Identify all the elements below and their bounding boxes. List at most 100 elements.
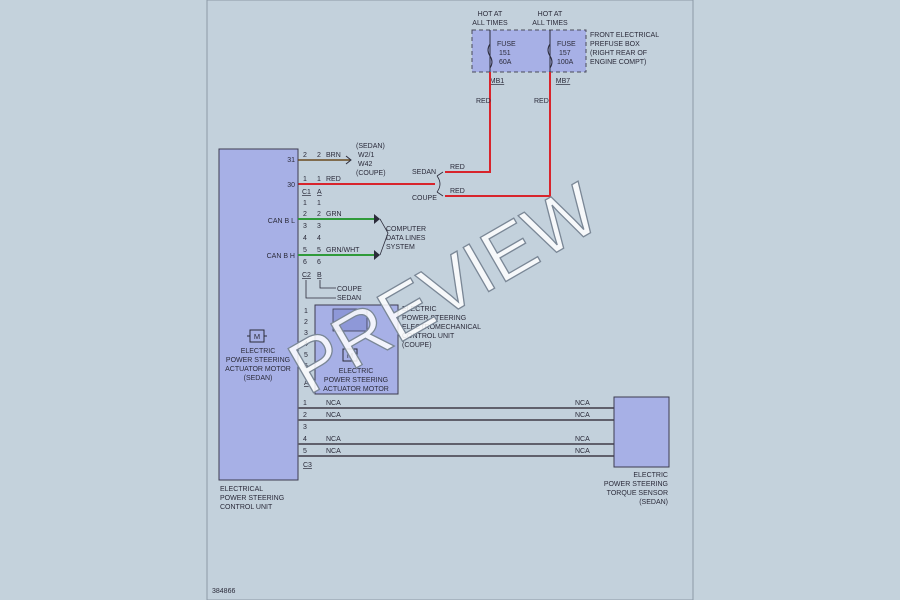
svg-text:5: 5 — [317, 247, 321, 254]
coupe-motor-label-2: POWER STEERING — [324, 377, 388, 384]
power-steering-control-unit — [218, 148, 299, 481]
svg-text:NCA: NCA — [326, 448, 341, 455]
prefuse-box-label-1: FRONT ELECTRICAL — [590, 32, 659, 39]
actuator-motor-icon — [247, 329, 267, 343]
can-pin-numbers: 1 1 2 2 3 3 4 4 5 5 6 6 — [303, 200, 321, 266]
coupe-motor-icon — [342, 348, 358, 362]
torque-sensor-caption-3: TORQUE SENSOR — [607, 490, 668, 497]
coupe-unit-label-2: POWER STEERING — [402, 315, 466, 322]
computer-data-lines-1: COMPUTER — [386, 226, 426, 233]
svg-text:4: 4 — [303, 235, 307, 242]
brn-dest-w42: W42 — [358, 161, 373, 168]
sedan-motor-label-2: POWER STEERING — [226, 357, 290, 364]
pin-31-c1-2: 2 — [303, 152, 307, 159]
sedan-motor-label-3: ACTUATOR MOTOR — [225, 366, 291, 373]
svg-text:3: 3 — [303, 424, 307, 431]
data-lines-bracket — [379, 218, 389, 256]
svg-text:NCA: NCA — [575, 448, 590, 455]
prefuse-box-label-4: ENGINE COMPT) — [590, 59, 646, 66]
coupe-motor-label-1: ELECTRIC — [339, 368, 374, 375]
svg-text:1: 1 — [304, 308, 308, 315]
coupe-motor-label-3: ACTUATOR MOTOR — [323, 386, 389, 393]
variant-sedan-label: SEDAN — [337, 295, 361, 302]
svg-text:NCA: NCA — [326, 436, 341, 443]
can-b-l-label: CAN B L — [268, 218, 295, 225]
sedan-coupe-splice — [436, 171, 444, 197]
sedan-motor-label-1: ELECTRIC — [241, 348, 276, 355]
nca-pin-numbers: 1 2 3 4 5 C3 — [303, 400, 312, 469]
svg-text:NCA: NCA — [326, 412, 341, 419]
prefuse-box-label-3: (RIGHT REAR OF — [590, 50, 647, 57]
svg-text:1: 1 — [303, 400, 307, 407]
svg-text:3: 3 — [304, 330, 308, 337]
red-feed-wires — [298, 72, 551, 197]
svg-text:NCA: NCA — [575, 412, 590, 419]
connector-c2: C2 — [302, 272, 311, 279]
svg-text:2: 2 — [304, 319, 308, 326]
brn-dest-coupe: (COUPE) — [356, 170, 386, 177]
svg-text:5: 5 — [303, 448, 307, 455]
svg-text:A: A — [304, 380, 309, 387]
svg-text:4: 4 — [317, 235, 321, 242]
svg-text:4: 4 — [303, 436, 307, 443]
svg-text:3: 3 — [317, 223, 321, 230]
wire-red-left: RED — [476, 98, 491, 105]
hot-at-all-times-left-1: HOT AT — [478, 11, 503, 18]
fuse-151-label: FUSE — [497, 41, 516, 48]
coupe-unit-label-5: (COUPE) — [402, 342, 432, 349]
wire-red-sedan: RED — [450, 164, 465, 171]
torque-sensor-caption-1: ELECTRIC — [633, 472, 668, 479]
ground-arrow-icon — [345, 155, 352, 165]
variant-coupe-label: COUPE — [337, 286, 362, 293]
nca-labels: NCA NCA NCA NCA NCA NCA NCA NCA — [326, 400, 590, 455]
svg-text:5: 5 — [304, 352, 308, 359]
coupe-motor-m-symbol: M — [347, 351, 353, 360]
svg-text:1: 1 — [303, 200, 307, 207]
front-prefuse-box — [471, 29, 587, 73]
variant-coupe-feed: COUPE — [412, 195, 437, 202]
wire-grn-label: GRN — [326, 211, 342, 218]
svg-text:C3: C3 — [303, 462, 312, 469]
svg-text:3: 3 — [303, 223, 307, 230]
svg-text:4: 4 — [304, 341, 308, 348]
fuse-157-number: 157 — [559, 50, 571, 57]
coupe-unit-label-1: ELECTRIC — [402, 306, 437, 313]
data-line-arrow-bottom-icon — [374, 250, 380, 260]
nca-wires-highlight — [298, 407, 614, 457]
coupe-electromechanical-unit — [332, 308, 368, 332]
connector-c1: C1 — [302, 189, 311, 196]
wire-red-pin30-label: RED — [326, 176, 341, 183]
fuse-151-rating: 60A — [499, 59, 512, 66]
variant-leader-lines — [305, 280, 336, 299]
connector-b: B — [317, 272, 322, 279]
svg-text:6: 6 — [303, 259, 307, 266]
computer-data-lines-3: SYSTEM — [386, 244, 415, 251]
torque-sensor — [613, 396, 670, 468]
fuse-151-number: 151 — [499, 50, 511, 57]
svg-text:2: 2 — [317, 211, 321, 218]
hot-at-all-times-right-1: HOT AT — [538, 11, 563, 18]
coupe-unit-label-3: ELECTROMECHANICAL — [402, 324, 481, 331]
svg-text:NCA: NCA — [326, 400, 341, 407]
control-unit-caption-3: CONTROL UNIT — [220, 504, 273, 511]
torque-sensor-caption-2: POWER STEERING — [604, 481, 668, 488]
pin-31-label: 31 — [287, 157, 295, 164]
control-unit-caption-1: ELECTRICAL — [220, 486, 263, 493]
connector-mb1: MB1 — [490, 78, 505, 85]
fuse-157-rating: 100A — [557, 59, 574, 66]
svg-text:1: 1 — [317, 200, 321, 207]
svg-text:6: 6 — [304, 363, 308, 370]
control-unit-caption-2: POWER STEERING — [220, 495, 284, 502]
pin-30-c2-1: 1 — [317, 176, 321, 183]
connector-mb7: MB7 — [556, 78, 571, 85]
svg-text:6: 6 — [317, 259, 321, 266]
variant-sedan-feed: SEDAN — [412, 169, 436, 176]
pin-31-c2-2: 2 — [317, 152, 321, 159]
hot-at-all-times-right-2: ALL TIMES — [532, 20, 568, 27]
pin-30-label: 30 — [287, 182, 295, 189]
data-line-arrow-top-icon — [374, 214, 380, 224]
hot-at-all-times-left-2: ALL TIMES — [472, 20, 508, 27]
svg-text:2: 2 — [303, 211, 307, 218]
